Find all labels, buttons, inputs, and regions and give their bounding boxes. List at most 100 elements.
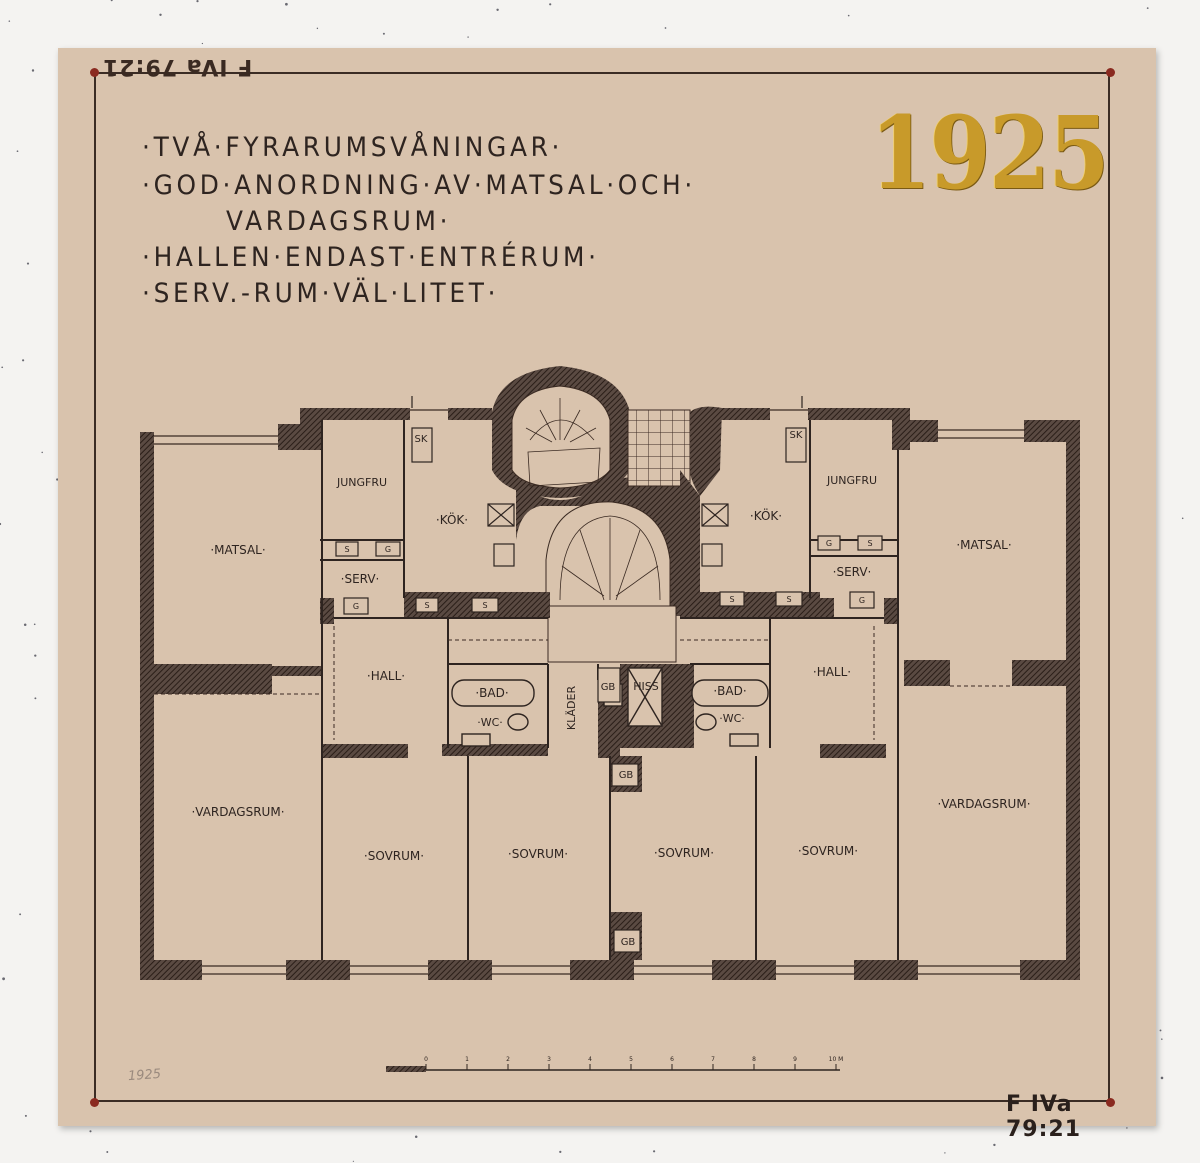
room-label-sk-left: SK [415, 434, 428, 445]
speckle-dot [16, 150, 19, 153]
speckle-dot [159, 13, 162, 16]
year-stamp-gold: 1925 [870, 94, 1110, 212]
room-label-hiss: HISS [633, 680, 658, 693]
partition-lines [320, 420, 899, 960]
speckle-dot [1146, 7, 1149, 9]
speckle-dot [1160, 1076, 1164, 1080]
cabinet-label-s: S [344, 545, 349, 554]
speckle-dot [22, 359, 25, 362]
room-label-wc-right: ·WC· [719, 712, 745, 725]
cabinet-label-s: S [729, 595, 734, 604]
room-label-wc-left: ·WC· [477, 716, 503, 729]
speckle-dot [496, 8, 499, 12]
room-label-hall-right: ·HALL· [813, 665, 851, 679]
speckle-dot [285, 2, 288, 6]
speckle-dot [352, 1160, 355, 1162]
room-label-kok-left: ·KÖK· [436, 511, 468, 527]
speckle-dot [26, 262, 30, 265]
room-label-kok-right: ·KÖK· [750, 507, 782, 523]
speckle-dot [847, 14, 850, 17]
scale-bar: 0 1 2 3 4 5 6 7 8 9 10 M [386, 1056, 843, 1072]
cabinet-label-g: G [859, 596, 865, 605]
scale-tick-label: 8 [752, 1056, 756, 1063]
room-labels: ·MATSAL· ·MATSAL· JUNGFRU JUNGFRU ·KÖK· … [191, 430, 1030, 948]
scale-tick-label: 0 [424, 1056, 428, 1063]
stair-tower [492, 366, 722, 663]
scale-tick-label: 3 [547, 1056, 551, 1063]
speckle-dot [56, 478, 59, 481]
room-label-vardagsrum-right: ·VARDAGSRUM· [937, 797, 1030, 811]
cabinet-label-s: S [786, 595, 791, 604]
room-label-klader: KLÄDER [565, 686, 578, 731]
cabinet-label-s: S [424, 601, 429, 610]
speckle-dot [89, 1130, 92, 1133]
drawing-frame [94, 72, 1110, 1102]
exterior-walls [140, 408, 1080, 980]
speckle-dot [1, 366, 4, 369]
speckle-dot [382, 32, 385, 35]
room-label-bad-right: ·BAD· [713, 684, 746, 698]
room-label-sovrum-1: ·SOVRUM· [364, 849, 424, 863]
scale-tick-label: 6 [670, 1056, 674, 1063]
speckle-dot [34, 697, 37, 700]
dashed-openings [154, 626, 1012, 740]
speckle-dot [316, 27, 319, 30]
speckle-dot [110, 0, 113, 2]
room-label-sovrum-2: ·SOVRUM· [508, 847, 568, 861]
room-label-hall-left: ·HALL· [367, 669, 405, 683]
room-label-serv-left: ·SERV· [341, 572, 380, 586]
caption-line-1: ·TVÅ·FYRARUMSVÅNINGAR· [142, 132, 564, 163]
scale-tick-label: 10 M [829, 1056, 844, 1063]
scale-tick-label: 2 [506, 1056, 510, 1063]
speckle-dot [1159, 1029, 1162, 1032]
speckle-dot [201, 42, 204, 45]
scale-tick-label: 9 [793, 1056, 797, 1063]
caption-line-2: ·GOD·ANORDNING·AV·MATSAL·OCH· [142, 170, 696, 201]
caption-line-3: VARDAGSRUM· [226, 206, 452, 237]
speckle-dot [1181, 517, 1184, 520]
room-label-sovrum-4: ·SOVRUM· [798, 844, 858, 858]
speckle-dot [467, 36, 469, 38]
room-label-gb-3: GB [621, 937, 636, 948]
speckle-dot [41, 451, 43, 454]
cabinet-label-s: S [867, 539, 872, 548]
room-label-jungfru-right: JUNGFRU [826, 474, 877, 487]
room-label-matsal-left: ·MATSAL· [210, 543, 265, 557]
kitchen-fixtures [411, 396, 807, 567]
bathroom-fixtures [451, 667, 769, 747]
caption-line-5: ·SERV.-RUM·VÄL·LITET· [142, 278, 500, 309]
room-label-gb-2: GB [619, 770, 634, 781]
room-label-sk-right: SK [790, 430, 803, 441]
cabinet-label-g: G [385, 545, 391, 554]
corner-pin-dot [90, 1098, 99, 1107]
scale-tick-label: 4 [588, 1056, 592, 1063]
speckle-dot [34, 654, 37, 657]
room-label-serv-right: ·SERV· [833, 565, 872, 579]
corner-pin-dot [1106, 68, 1115, 77]
corner-pin-dot [90, 68, 99, 77]
cabinet-label-g: G [353, 602, 359, 611]
scale-tick-label: 7 [711, 1056, 715, 1063]
scale-tick-label: 5 [629, 1056, 633, 1063]
speckle-dot [414, 1135, 418, 1138]
room-label-vardagsrum-left: ·VARDAGSRUM· [191, 805, 284, 819]
speckle-dot [1161, 1038, 1163, 1040]
cabinet-label-g: G [826, 539, 832, 548]
room-label-matsal-right: ·MATSAL· [956, 538, 1011, 552]
speckle-dot [33, 623, 36, 626]
speckle-dot [1126, 1127, 1128, 1129]
scale-tick-label: 1 [465, 1056, 469, 1063]
speckle-dot [944, 1152, 946, 1154]
room-label-gb-1: GB [601, 682, 616, 693]
cabinet-label-s: S [482, 601, 487, 610]
window-lines [154, 409, 1024, 975]
speckle-dot [24, 1114, 27, 1117]
speckle-dot [106, 1151, 109, 1153]
speckle-dot [652, 1150, 656, 1153]
speckle-dot [664, 27, 667, 29]
room-label-jungfru-left: JUNGFRU [336, 476, 387, 489]
built-in-cabinets [335, 535, 883, 953]
speckle-dot [993, 1143, 996, 1147]
speckle-dot [8, 20, 11, 22]
